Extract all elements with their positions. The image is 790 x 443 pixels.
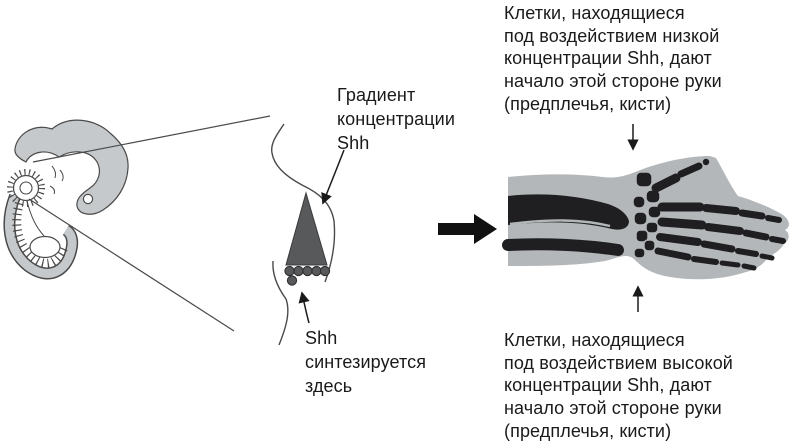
source-label-arrow	[298, 291, 310, 324]
shh-gradient-triangle	[285, 191, 328, 266]
finger-bones	[651, 158, 786, 271]
note-low-shh-concentration: Клетки, находящиеся под воздействием низ…	[504, 3, 722, 114]
ulna-bone	[502, 238, 624, 256]
limb-bud-diagram	[270, 123, 345, 346]
gradient-label-arrow	[321, 149, 345, 205]
label-shh-gradient: Градиент концентрации Shh	[337, 85, 455, 153]
embryo-head-fold	[14, 119, 129, 215]
embryo-eye-outer	[12, 174, 40, 202]
embryo-pharyngeal-detail	[49, 165, 64, 195]
zoom-line-lower	[28, 198, 235, 332]
thumb-metacarpal	[651, 173, 681, 193]
transition-arrow-icon	[438, 214, 497, 244]
embryo-eye-inner	[19, 181, 33, 195]
limb-bud-outline-upper	[270, 123, 336, 283]
embryo-heart	[29, 235, 61, 259]
zoom-connector-lines	[28, 115, 271, 332]
embryo-illustration	[3, 119, 129, 280]
thumb-phalanx	[677, 162, 703, 178]
embryo-otic-vesicle	[82, 193, 94, 205]
zoom-line-upper	[32, 115, 271, 163]
embryo-trunk-band	[4, 194, 77, 278]
carpal-bones	[632, 171, 662, 259]
embryo-inner-line	[26, 200, 45, 237]
shh-producing-cells	[284, 265, 331, 286]
hand-xray-illustration	[502, 156, 789, 280]
note-high-shh-concentration: Клетки, находящиеся под воздействием выс…	[504, 330, 733, 441]
limb-bud-outline-lower	[272, 260, 289, 346]
radius-bone-highlight	[509, 219, 611, 228]
embryo-eye-hatching	[7, 169, 45, 207]
thumb-tip	[702, 158, 710, 166]
label-shh-source: Shh синтезируется здесь	[305, 328, 427, 396]
